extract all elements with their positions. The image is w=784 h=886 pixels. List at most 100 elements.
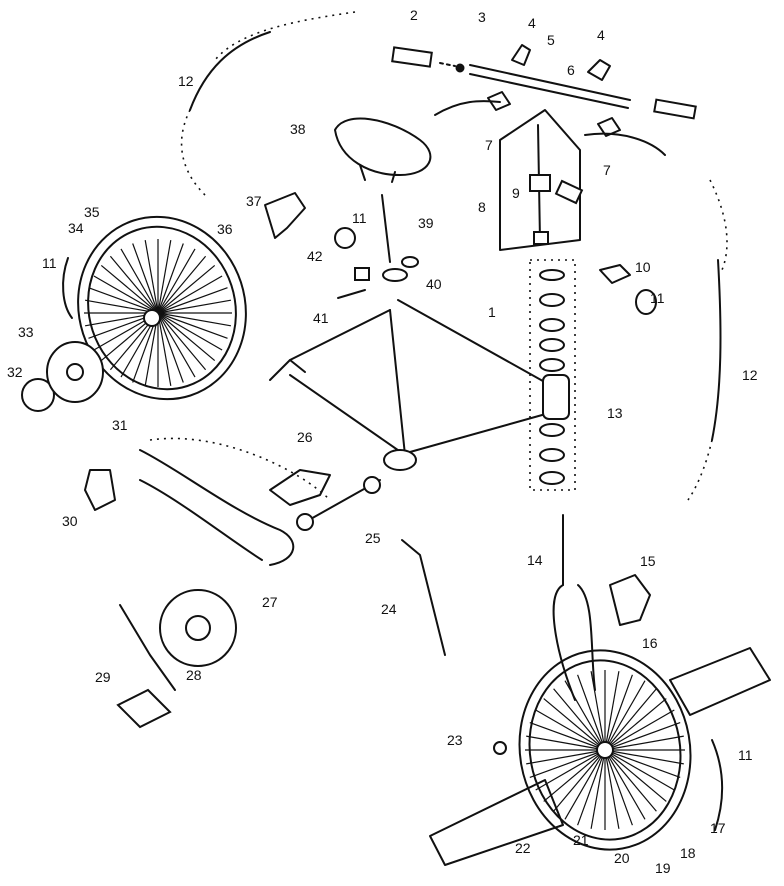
spoke [604,749,681,778]
spoke [157,312,196,378]
spoke [157,312,172,387]
spoke [529,722,606,751]
spoke [529,749,606,778]
spoke [84,299,159,314]
spoke [604,749,675,791]
spoke [157,239,172,314]
part-number-label: 24 [381,601,397,617]
spoke [100,264,159,314]
part-number-label: 15 [640,553,656,569]
cable-12-right [687,179,728,501]
seat-clamp-40-42 [334,227,419,299]
part-number-label: 23 [447,732,463,748]
crank-28 [119,604,176,691]
spoke [132,243,159,314]
part-number-label: 20 [614,850,630,866]
chain-31 [139,437,331,566]
front-axle-box-right [669,647,771,716]
spoke [88,287,159,314]
part-number-label: 6 [567,62,575,78]
part-number-label: 14 [527,552,543,568]
part-number-label: 32 [7,364,23,380]
front-axle-box-22 [429,779,564,866]
rear-derailleur-30 [84,469,116,511]
spoke [157,312,232,327]
part-number-label: 4 [597,27,605,43]
spoke [604,749,620,829]
reflector-11-rear [62,257,73,319]
part-number-label: 36 [217,221,233,237]
spoke [157,312,216,362]
part-number-label: 30 [62,513,78,529]
part-number-label: 19 [655,860,671,876]
spoke [543,698,606,751]
spoke [543,749,606,802]
cable-12-upper-left [180,11,356,196]
part-number-label: 2 [410,7,418,23]
spoke [157,312,207,371]
part-number-label: 31 [112,417,128,433]
spoke [157,312,228,339]
part-number-label: 37 [246,193,262,209]
spoke [604,671,620,751]
spoke [157,264,216,314]
front-brake-15 [609,574,651,626]
part-number-label: 5 [547,32,555,48]
part-number-label: 16 [642,635,658,651]
part-number-label: 12 [742,367,758,383]
handlebar-assembly [391,44,697,156]
part-number-label: 42 [307,248,323,264]
bottom-bracket-25 [296,476,381,531]
spoke [93,275,159,314]
spoke [604,749,667,802]
part-number-label: 11 [650,290,665,306]
part-number-label: 17 [710,820,726,836]
spoke [577,674,606,751]
part-number-label: 35 [84,204,100,220]
spoke [604,674,633,751]
spoke [590,749,606,829]
part-number-label: 39 [418,215,434,231]
spoke [604,698,667,751]
stem-box-8 [499,109,584,251]
front-derailleur-26 [269,469,331,506]
part-number-label: 11 [42,255,57,271]
nut-23 [493,741,507,755]
spoke [564,749,606,820]
fork-14 [552,514,596,701]
part-number-label: 13 [607,405,623,421]
part-number-label: 12 [178,73,194,89]
frame-1 [269,299,570,471]
part-number-label: 1 [488,304,496,320]
headset-column-13 [529,259,576,491]
spoke [590,671,606,751]
part-number-label: 28 [186,667,202,683]
part-number-label: 7 [603,162,611,178]
spoke [535,709,606,751]
spoke [526,735,606,751]
part-number-label: 3 [478,9,486,25]
chainring-27 [159,589,237,667]
spoke [604,709,675,751]
spoke [144,239,159,314]
part-number-label: 11 [352,210,367,226]
spoke [604,749,657,812]
part-number-label: 8 [478,199,486,215]
kickstand-24 [401,539,446,656]
spoke [604,722,681,751]
part-number-label: 21 [573,832,589,848]
spoke [553,749,606,812]
spoke [157,299,232,314]
spoke [577,749,606,826]
part-number-label: 26 [297,429,313,445]
spoke [120,248,159,314]
part-number-label: 10 [635,259,651,275]
derailleur-37 [264,192,306,239]
spoke-guard-33 [46,341,104,403]
part-number-label: 27 [262,594,278,610]
spoke [157,248,196,314]
spoke [604,749,646,820]
part-number-label: 34 [68,220,84,236]
